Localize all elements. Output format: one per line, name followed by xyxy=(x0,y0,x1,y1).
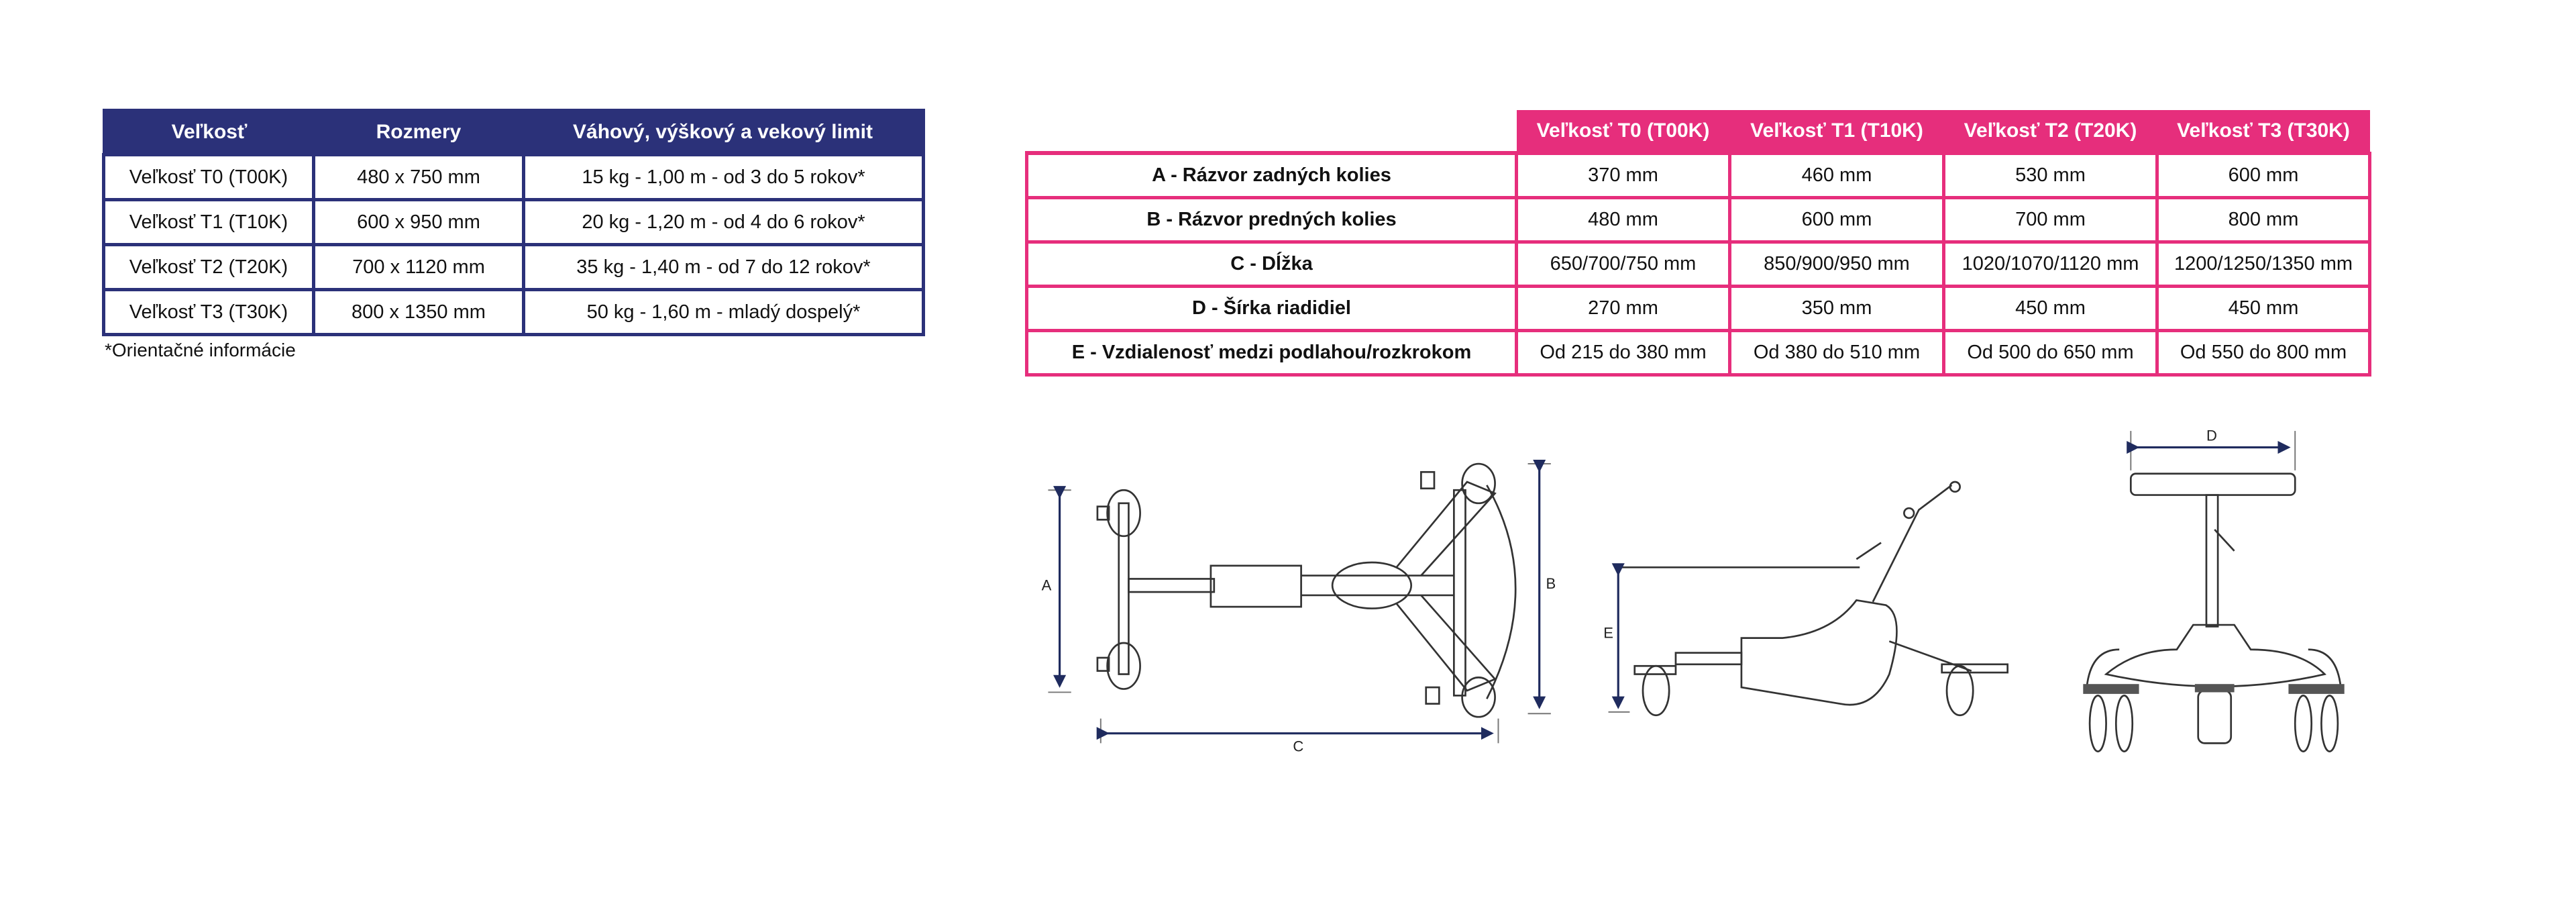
cell-t3: 450 mm xyxy=(2155,285,2371,332)
table-row: Veľkosť T1 (T10K) 600 x 950 mm 20 kg - 1… xyxy=(102,198,925,246)
cell-dimensions: 800 x 1350 mm xyxy=(312,288,525,336)
table-row: Veľkosť T2 (T20K) 700 x 1120 mm 35 kg - … xyxy=(102,243,925,291)
cell-t2: 450 mm xyxy=(1942,285,2159,332)
size-limit-table: Veľkosť Rozmery Váhový, výškový a vekový… xyxy=(102,109,925,336)
table-row: B - Rázvor predných kolies 480 mm 600 mm… xyxy=(1025,196,2371,244)
cell-t0: 650/700/750 mm xyxy=(1515,240,1731,288)
cell-limits: 35 kg - 1,40 m - od 7 do 12 rokov* xyxy=(522,243,925,291)
label-c: C xyxy=(1293,738,1303,755)
table-header-row: Veľkosť Rozmery Váhový, výškový a vekový… xyxy=(103,110,924,155)
cell-size: Veľkosť T2 (T20K) xyxy=(102,243,315,291)
cell-limits: 50 kg - 1,60 m - mladý dospelý* xyxy=(522,288,925,336)
cell-size: Veľkosť T3 (T30K) xyxy=(102,288,315,336)
cell-t1: Od 380 do 510 mm xyxy=(1728,329,1945,377)
cell-t0: 370 mm xyxy=(1515,151,1731,199)
cell-t3: Od 550 do 800 mm xyxy=(2155,329,2371,377)
dimensions-table: Veľkosť T0 (T00K) Veľkosť T1 (T10K) Veľk… xyxy=(1025,110,2371,377)
table-row: C - Dĺžka 650/700/750 mm 850/900/950 mm … xyxy=(1025,240,2371,288)
cell-t1: 850/900/950 mm xyxy=(1728,240,1945,288)
header-t3: Veľkosť T3 (T30K) xyxy=(2157,110,2370,153)
cell-size: Veľkosť T0 (T00K) xyxy=(102,153,315,201)
row-label: D - Šírka riadidiel xyxy=(1025,285,1518,332)
table-header-row: Veľkosť T0 (T00K) Veľkosť T1 (T10K) Veľk… xyxy=(1026,110,2370,155)
footnote: *Orientačné informácie xyxy=(105,340,296,360)
table-row: E - Vzdialenosť medzi podlahou/rozkrokom… xyxy=(1025,329,2371,377)
table-row: Veľkosť T0 (T00K) 480 x 750 mm 15 kg - 1… xyxy=(102,153,925,201)
label-b: B xyxy=(1546,575,1556,592)
cell-dimensions: 480 x 750 mm xyxy=(312,153,525,201)
header-limits: Váhový, výškový a vekový limit xyxy=(523,110,924,155)
cell-size: Veľkosť T1 (T10K) xyxy=(102,198,315,246)
cell-t1: 350 mm xyxy=(1728,285,1945,332)
cell-t2: 1020/1070/1120 mm xyxy=(1942,240,2159,288)
cell-t0: 270 mm xyxy=(1515,285,1731,332)
label-d: D xyxy=(2206,428,2217,444)
side-view-diagram: E xyxy=(1603,481,2008,717)
cell-t0: 480 mm xyxy=(1515,196,1731,244)
cell-t0: Od 215 do 380 mm xyxy=(1515,329,1731,377)
row-label: C - Dĺžka xyxy=(1025,240,1518,288)
cell-t3: 1200/1250/1350 mm xyxy=(2155,240,2371,288)
top-view-diagram: A B C xyxy=(1042,459,1556,755)
cell-t2: Od 500 do 650 mm xyxy=(1942,329,2159,377)
header-t2: Veľkosť T2 (T20K) xyxy=(1943,110,2157,153)
cell-t3: 600 mm xyxy=(2155,151,2371,199)
table-row: Veľkosť T3 (T30K) 800 x 1350 mm 50 kg - … xyxy=(102,288,925,336)
header-size: Veľkosť xyxy=(103,110,314,155)
header-t0: Veľkosť T0 (T00K) xyxy=(1516,110,1730,153)
cell-dimensions: 700 x 1120 mm xyxy=(312,243,525,291)
table-row: D - Šírka riadidiel 270 mm 350 mm 450 mm… xyxy=(1025,285,2371,332)
cell-t2: 700 mm xyxy=(1942,196,2159,244)
header-empty xyxy=(1026,110,1517,155)
front-view-diagram: D xyxy=(2083,428,2345,752)
header-dimensions: Rozmery xyxy=(313,110,524,155)
label-e: E xyxy=(1603,625,1613,642)
cell-limits: 20 kg - 1,20 m - od 4 do 6 rokov* xyxy=(522,198,925,246)
label-a: A xyxy=(1042,577,1052,594)
cell-dimensions: 600 x 950 mm xyxy=(312,198,525,246)
row-label: A - Rázvor zadných kolies xyxy=(1025,151,1518,199)
cell-t3: 800 mm xyxy=(2155,196,2371,244)
row-label: B - Rázvor predných kolies xyxy=(1025,196,1518,244)
cell-limits: 15 kg - 1,00 m - od 3 do 5 rokov* xyxy=(522,153,925,201)
table-row: A - Rázvor zadných kolies 370 mm 460 mm … xyxy=(1025,151,2371,199)
cell-t1: 460 mm xyxy=(1728,151,1945,199)
cell-t2: 530 mm xyxy=(1942,151,2159,199)
header-t1: Veľkosť T1 (T10K) xyxy=(1729,110,1944,153)
cell-t1: 600 mm xyxy=(1728,196,1945,244)
row-label: E - Vzdialenosť medzi podlahou/rozkrokom xyxy=(1025,329,1518,377)
